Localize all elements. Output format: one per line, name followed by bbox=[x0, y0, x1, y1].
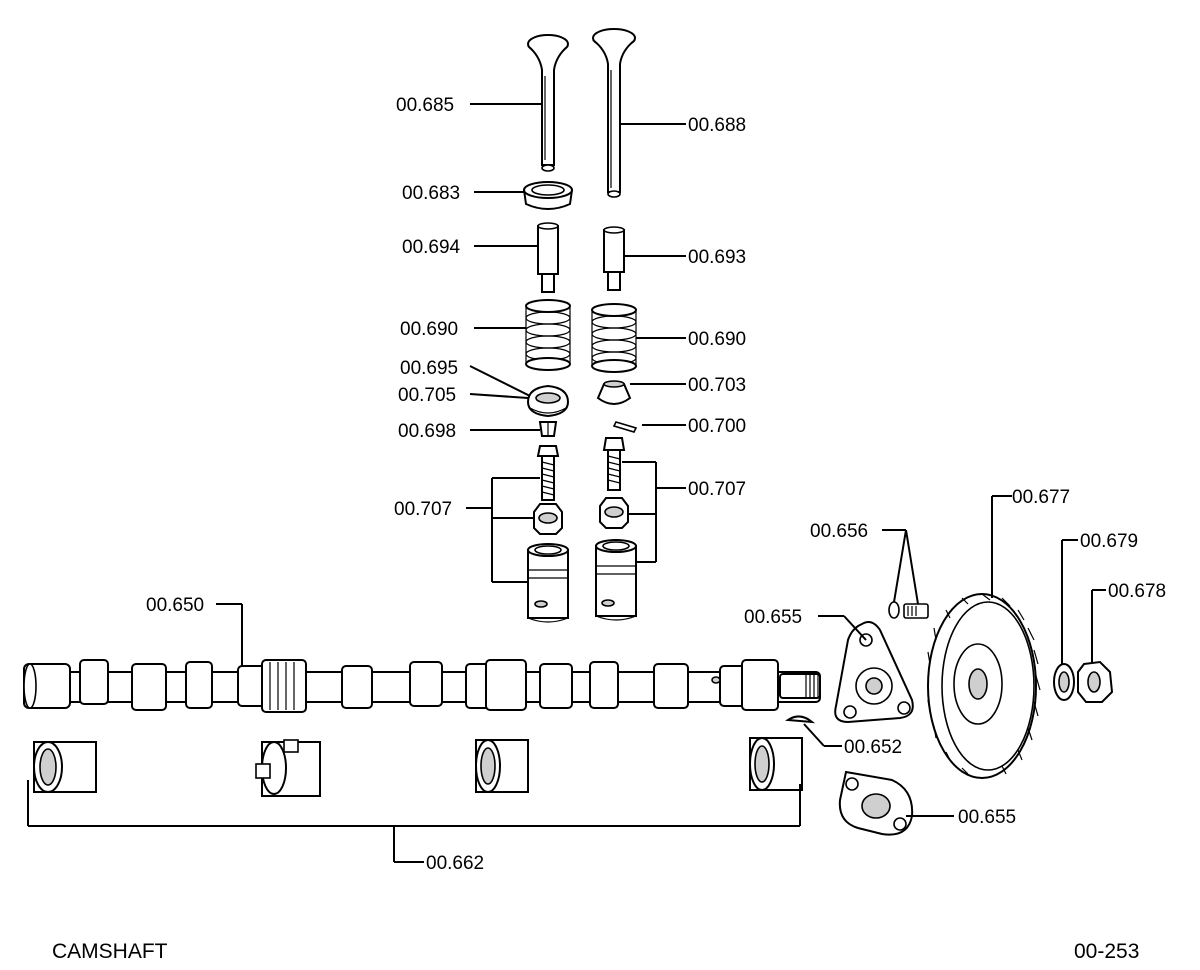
label-00-683: 00.683 bbox=[402, 183, 460, 204]
right-valve-stack bbox=[591, 28, 638, 621]
label-00-688: 00.688 bbox=[688, 115, 746, 136]
nut bbox=[1077, 660, 1114, 703]
left-valve-stack bbox=[523, 34, 573, 623]
label-00-679: 00.679 bbox=[1080, 531, 1138, 552]
spring-retainer-right bbox=[596, 380, 632, 405]
label-00-695: 00.695 bbox=[400, 358, 458, 379]
label-00-655-lower: 00.655 bbox=[958, 807, 1016, 828]
label-00-698: 00.698 bbox=[398, 421, 456, 442]
valve-spring-left bbox=[525, 299, 571, 371]
part-labels: 00.685 00.688 00.683 00.694 00.693 00.69… bbox=[146, 95, 1166, 874]
tappet-nut-right bbox=[599, 497, 629, 529]
page-number: 00-253 bbox=[1074, 940, 1139, 963]
label-00-652: 00.652 bbox=[844, 737, 902, 758]
valve-left bbox=[527, 34, 569, 172]
label-00-656: 00.656 bbox=[810, 521, 868, 542]
valve-spring-right bbox=[591, 303, 637, 373]
bushing-2 bbox=[255, 739, 321, 797]
bolt-and-washer bbox=[888, 601, 929, 619]
label-00-677: 00.677 bbox=[1012, 487, 1070, 508]
tappet-screw-left bbox=[536, 445, 560, 501]
bushing-3 bbox=[475, 739, 529, 793]
cam-gear bbox=[927, 593, 1041, 779]
label-00-694: 00.694 bbox=[402, 237, 461, 258]
tappet-right bbox=[595, 539, 637, 621]
valve-keeper-left bbox=[538, 421, 558, 437]
label-00-703: 00.703 bbox=[688, 375, 746, 396]
label-00-705: 00.705 bbox=[398, 385, 456, 406]
diagram-title: CAMSHAFT bbox=[52, 940, 168, 963]
camshaft-bushings bbox=[33, 737, 803, 797]
label-00-662: 00.662 bbox=[426, 853, 484, 874]
label-00-693: 00.693 bbox=[688, 247, 746, 268]
valve-guide-left bbox=[537, 222, 559, 293]
bushing-4 bbox=[749, 737, 803, 791]
thrust-plate-lower bbox=[838, 770, 914, 836]
tappet-left bbox=[527, 543, 569, 623]
label-00-685: 00.685 bbox=[396, 95, 454, 116]
washer bbox=[1053, 663, 1075, 701]
valve-guide-right bbox=[603, 226, 625, 291]
tappet-nut-left bbox=[533, 503, 563, 535]
camshaft bbox=[23, 659, 821, 713]
leader-lines bbox=[27, 103, 1106, 863]
bushing-1 bbox=[33, 741, 97, 793]
spring-retainer-left bbox=[526, 384, 570, 418]
pin-right bbox=[612, 421, 638, 433]
label-00-678: 00.678 bbox=[1108, 581, 1166, 602]
label-00-650: 00.650 bbox=[146, 595, 204, 616]
valve-right bbox=[592, 28, 636, 198]
label-00-707-right: 00.707 bbox=[688, 479, 746, 500]
label-00-655-upper: 00.655 bbox=[744, 607, 802, 628]
woodruff-key bbox=[785, 715, 816, 724]
label-00-690-left: 00.690 bbox=[400, 319, 458, 340]
valve-seat-ring bbox=[523, 181, 573, 210]
label-00-700: 00.700 bbox=[688, 416, 746, 437]
label-00-707-left: 00.707 bbox=[394, 499, 452, 520]
thrust-plate-upper bbox=[834, 621, 914, 724]
tappet-screw-right bbox=[602, 437, 626, 491]
label-00-690-right: 00.690 bbox=[688, 329, 746, 350]
